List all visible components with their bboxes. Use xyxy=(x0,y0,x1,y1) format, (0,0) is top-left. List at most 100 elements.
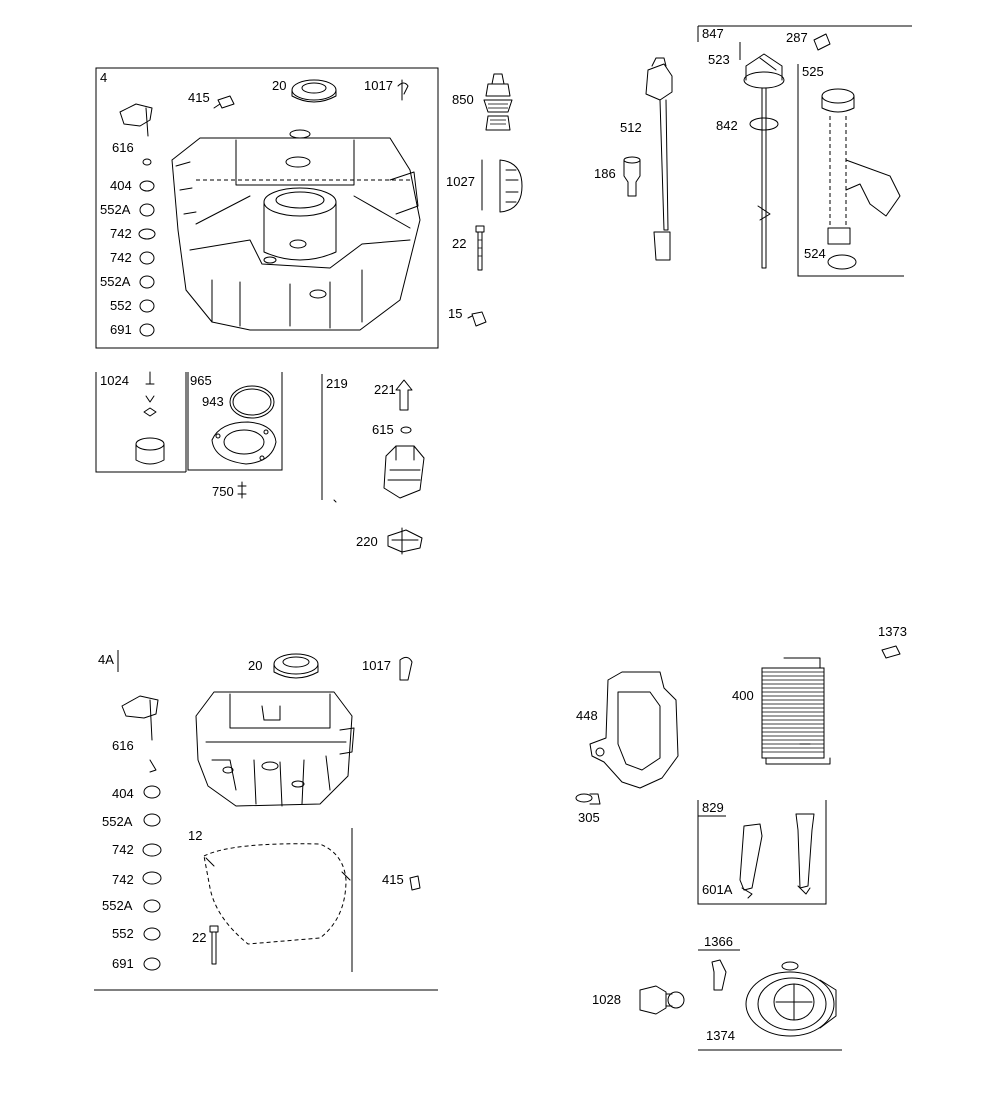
part-616-bracket xyxy=(119,103,153,137)
label-750[interactable]: 750 xyxy=(212,484,234,499)
label-287[interactable]: 287 xyxy=(786,30,808,45)
part-400-cylinder xyxy=(761,657,831,765)
part-750-screw xyxy=(237,481,247,499)
label-525[interactable]: 525 xyxy=(802,64,824,79)
label-20[interactable]: 20 xyxy=(272,78,286,93)
group-4-frame xyxy=(95,67,439,349)
part-1366-fitting xyxy=(711,959,727,991)
label-616b[interactable]: 616 xyxy=(112,738,134,753)
label-404b[interactable]: 404 xyxy=(112,786,134,801)
label-219[interactable]: 219 xyxy=(326,376,348,391)
group-219: 219 221 615 xyxy=(321,374,425,503)
label-20b[interactable]: 20 xyxy=(248,658,262,673)
label-22b[interactable]: 22 xyxy=(192,930,206,945)
label-1017[interactable]: 1017 xyxy=(364,78,393,93)
label-552ab-2[interactable]: 552A xyxy=(102,898,133,913)
label-742b-1[interactable]: 742 xyxy=(112,842,134,857)
label-552b[interactable]: 552 xyxy=(112,926,134,941)
part-305-screw xyxy=(575,793,601,805)
group-4: 4 20 1017 415 616 xyxy=(95,67,439,349)
part-287-screw xyxy=(813,33,831,51)
part-616b-bracket xyxy=(121,695,159,773)
part-415b-screw xyxy=(409,875,421,891)
dipstick-rod xyxy=(761,87,767,269)
label-12[interactable]: 12 xyxy=(188,828,202,843)
label-15[interactable]: 15 xyxy=(448,306,462,321)
label-552a-1[interactable]: 552A xyxy=(100,202,131,217)
washer-stack xyxy=(138,158,156,337)
group-1024: 1024 xyxy=(95,371,187,473)
label-850[interactable]: 850 xyxy=(452,92,474,107)
label-965[interactable]: 965 xyxy=(190,373,212,388)
part-615-ring xyxy=(400,426,412,434)
part-448-gasket xyxy=(589,671,679,789)
group-829: 829 601A xyxy=(697,800,827,905)
group-4a: 4A 20 1017 616 404 552A 742 74 xyxy=(94,650,438,991)
part-524-seal xyxy=(827,254,857,270)
label-1017b[interactable]: 1017 xyxy=(362,658,391,673)
label-404[interactable]: 404 xyxy=(110,178,132,193)
part-1373-screw xyxy=(881,645,901,659)
part-219-gear xyxy=(383,445,425,499)
label-1024[interactable]: 1024 xyxy=(100,373,129,388)
cylinder-fins xyxy=(762,671,824,753)
label-512[interactable]: 512 xyxy=(620,120,642,135)
part-965-plate xyxy=(211,421,277,465)
label-523[interactable]: 523 xyxy=(708,52,730,67)
label-616[interactable]: 616 xyxy=(112,140,134,155)
group-965: 965 943 xyxy=(187,372,283,471)
label-943[interactable]: 943 xyxy=(202,394,224,409)
part-20-seal xyxy=(291,79,337,103)
part-512-dipstick xyxy=(645,57,673,261)
label-4[interactable]: 4 xyxy=(100,70,107,85)
label-415b[interactable]: 415 xyxy=(382,872,404,887)
label-1027[interactable]: 1027 xyxy=(446,174,475,189)
label-615[interactable]: 615 xyxy=(372,422,394,437)
part-220-cam xyxy=(387,527,423,555)
label-4a[interactable]: 4A xyxy=(98,652,114,667)
label-524[interactable]: 524 xyxy=(804,246,826,261)
label-186[interactable]: 186 xyxy=(594,166,616,181)
part-1017b-clip xyxy=(399,656,413,681)
label-842[interactable]: 842 xyxy=(716,118,738,133)
label-847[interactable]: 847 xyxy=(702,26,724,41)
washer-stack-b xyxy=(142,785,162,971)
part-22-bolt xyxy=(475,225,485,271)
label-221[interactable]: 221 xyxy=(374,382,396,397)
part-943-gasket xyxy=(229,385,275,419)
label-742-1[interactable]: 742 xyxy=(110,226,132,241)
part-1017-clip xyxy=(397,79,409,101)
part-15-plug xyxy=(467,311,487,327)
part-842-oring xyxy=(749,117,779,131)
label-1373[interactable]: 1373 xyxy=(878,624,907,639)
label-1374[interactable]: 1374 xyxy=(706,1028,735,1043)
part-415-screw xyxy=(213,95,235,109)
part-20b-seal xyxy=(273,653,319,679)
label-415[interactable]: 415 xyxy=(188,90,210,105)
label-448[interactable]: 448 xyxy=(576,708,598,723)
part-4-crankcase xyxy=(171,129,421,331)
part-601a-clamp-2 xyxy=(795,813,815,895)
label-742b-2[interactable]: 742 xyxy=(112,872,134,887)
part-1374-flywheel xyxy=(745,961,837,1037)
label-742-2[interactable]: 742 xyxy=(110,250,132,265)
label-400[interactable]: 400 xyxy=(732,688,754,703)
label-601a[interactable]: 601A xyxy=(702,882,733,897)
label-552ab-1[interactable]: 552A xyxy=(102,814,133,829)
label-552[interactable]: 552 xyxy=(110,298,132,313)
label-1366[interactable]: 1366 xyxy=(704,934,733,949)
label-691b[interactable]: 691 xyxy=(112,956,134,971)
part-850-governor xyxy=(483,73,513,131)
group-1366: 1366 1374 xyxy=(698,934,842,1051)
label-220[interactable]: 220 xyxy=(356,534,378,549)
label-22[interactable]: 22 xyxy=(452,236,466,251)
part-601a-clamp-1 xyxy=(739,823,763,899)
label-552a-2[interactable]: 552A xyxy=(100,274,131,289)
label-305[interactable]: 305 xyxy=(578,810,600,825)
part-221-pin xyxy=(395,379,413,411)
label-1028[interactable]: 1028 xyxy=(592,992,621,1007)
label-829[interactable]: 829 xyxy=(702,800,724,815)
part-525-fill-tube xyxy=(821,88,901,245)
label-691[interactable]: 691 xyxy=(110,322,132,337)
